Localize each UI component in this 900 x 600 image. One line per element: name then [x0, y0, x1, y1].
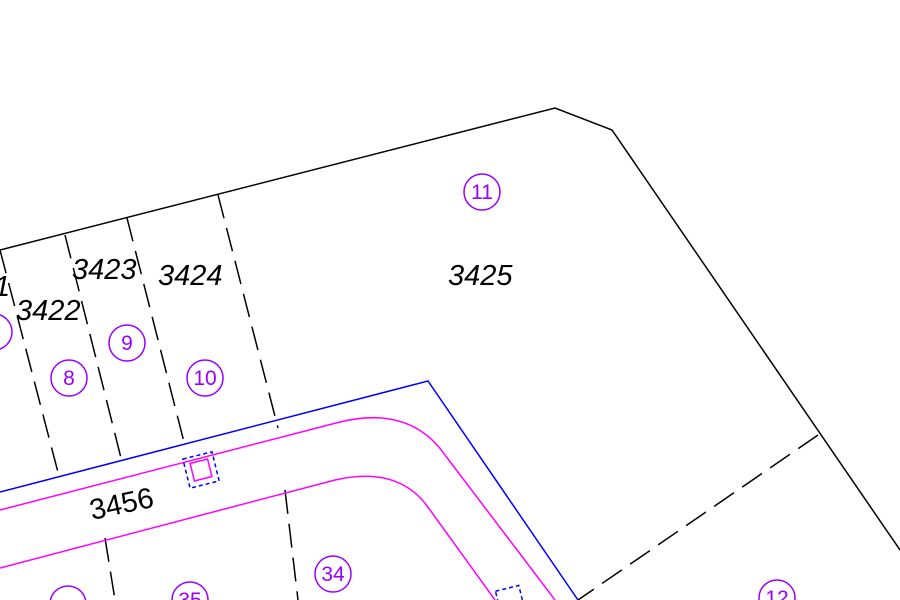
circled-number-11: 11: [463, 173, 501, 211]
circled-number-partial: [49, 585, 87, 600]
circled-number-9: 9: [108, 324, 146, 362]
parcel-label-3424: 3424: [158, 260, 223, 292]
divider-east: [577, 434, 819, 600]
parcel-label-3422: 3422: [16, 295, 81, 327]
svg-text:8: 8: [63, 367, 75, 390]
road-curbs: [0, 416, 556, 600]
parcel-dividers: [0, 194, 819, 600]
circle-marker-partial-icon: [0, 314, 13, 350]
svg-text:34: 34: [321, 563, 345, 586]
parcel-boundaries: [0, 107, 900, 551]
parcel-label-3423: 3423: [72, 254, 137, 286]
svg-text:11: 11: [471, 181, 493, 204]
divider-3424-3425: [217, 194, 279, 429]
outer-boundary: [0, 107, 900, 551]
circled-number-35: 35: [171, 581, 209, 600]
divider-3423-3424: [126, 217, 186, 447]
curb-inner: [0, 475, 496, 600]
street-label-3456: 3456: [87, 482, 157, 527]
circled-number-10: 10: [186, 359, 224, 397]
svg-text:12: 12: [765, 587, 788, 600]
marker-square-icon-2: [494, 584, 526, 600]
parcel-label-partial: 1: [0, 271, 10, 303]
divider-3421-3422: [0, 249, 61, 481]
divider-south-2: [284, 489, 299, 600]
circled-number-8: 8: [50, 359, 88, 397]
parcel-label-3425: 3425: [448, 260, 513, 292]
curb-outer: [0, 416, 556, 600]
svg-text:10: 10: [193, 367, 216, 390]
divider-south-1: [104, 537, 116, 600]
circled-number-34: 34: [314, 555, 352, 593]
circled-number-12: 12: [758, 579, 796, 600]
svg-text:9: 9: [121, 332, 133, 355]
marker-square-icon: [181, 450, 221, 490]
svg-text:35: 35: [178, 589, 201, 600]
utility-markers: [181, 450, 526, 600]
divider-3422-3423: [64, 234, 123, 463]
road-edge: [0, 380, 579, 600]
marker-square-inner-icon: [189, 458, 213, 482]
